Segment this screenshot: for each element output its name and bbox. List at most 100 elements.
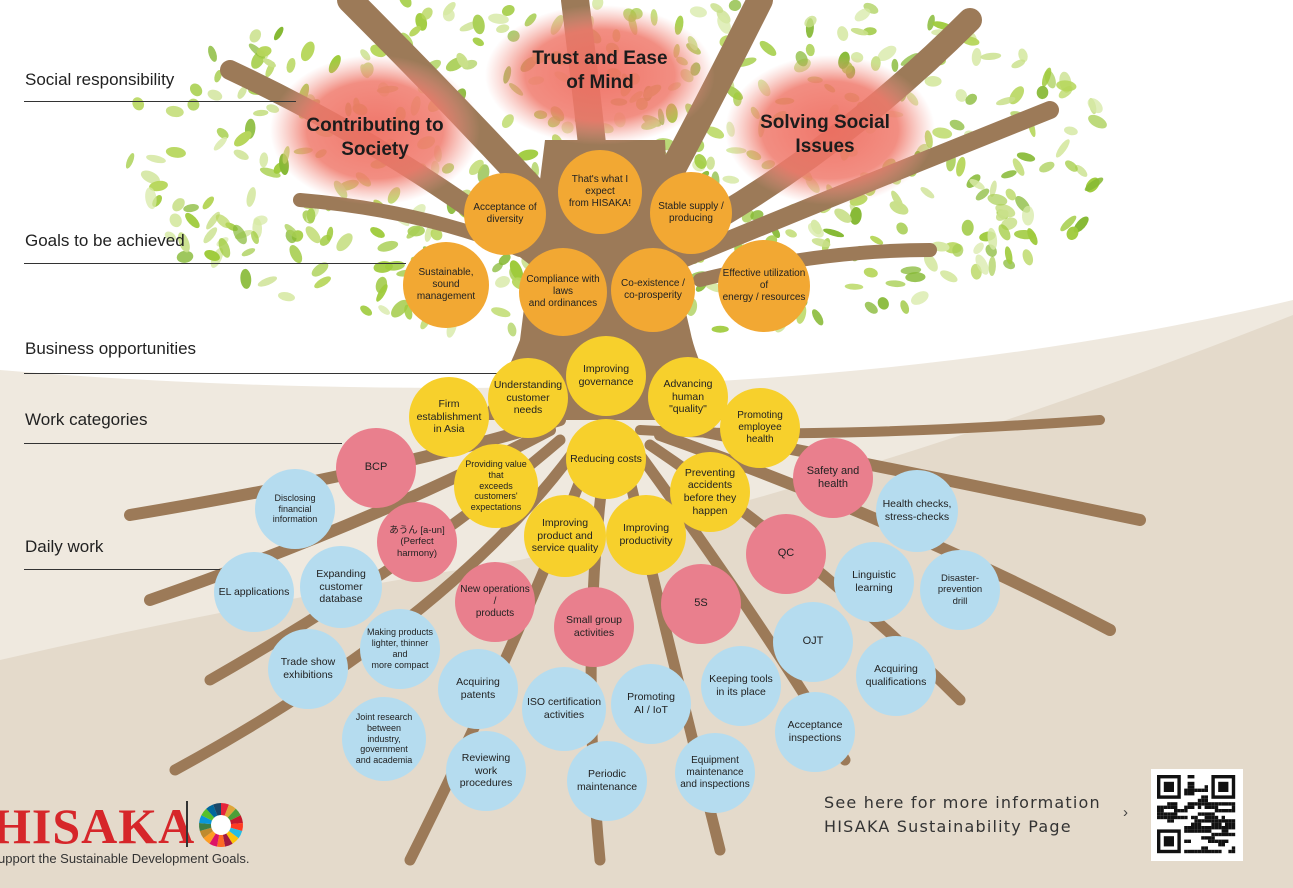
label-business-opportunities: Business opportunities [25,339,197,358]
leaf [424,224,433,242]
leaf [987,227,998,250]
qr-module [1218,843,1222,847]
leaf [975,254,989,275]
leaf [259,167,281,178]
qr-module [1218,849,1222,854]
goal-sound: Sustainable, sound management [403,242,489,328]
qr-module [1191,849,1195,854]
leaf [877,45,897,62]
qr-module [1187,792,1191,796]
leaf [492,262,503,273]
leaf [850,27,869,36]
glow-society [270,55,480,205]
red-5s: 5S [661,564,741,644]
qr-module [1184,826,1188,830]
qr-module [1157,805,1161,809]
leaf [232,224,247,245]
leaf [1039,161,1055,173]
leaf [257,276,278,287]
qr-module [1170,815,1174,820]
leaf [286,57,296,73]
leaf [311,262,329,277]
leaf [965,93,978,105]
qr-module [1191,826,1195,830]
qr-module [1208,849,1212,854]
link-line-1: See here for more information [824,793,1101,812]
qr-module [1191,802,1195,806]
qr-module [1208,815,1212,820]
qr-module [1187,805,1191,809]
leaf [923,253,938,272]
leaf [509,260,524,281]
qr-module [1201,846,1205,850]
qr-finder [1218,781,1229,792]
leaf [949,119,965,131]
sustainability-page-link[interactable]: See here for more information HISAKA Sus… [824,791,1101,839]
daily-linguistic: Linguistic learning [834,542,914,622]
work-needs: Understanding customer needs [488,358,568,438]
qr-module [1167,815,1171,820]
leaf [253,215,268,226]
qr-module [1160,812,1164,816]
leaf [1022,249,1034,266]
leaf [233,149,249,161]
qr-module [1184,849,1188,854]
leaf [1014,229,1036,240]
leaf [717,15,731,34]
qr-module [1201,788,1205,792]
glow-solving [725,55,935,205]
leaf [517,149,539,161]
qr-module [1225,822,1229,826]
leaf [877,297,889,310]
qr-module [1163,812,1168,816]
leaf [132,97,145,111]
leaf [896,222,908,235]
daily-ai: Promoting AI / IoT [611,664,691,744]
qr-module [1191,805,1195,809]
qr-module [1201,826,1205,830]
logo-tagline: upport the Sustainable Development Goals… [0,851,250,866]
qr-module [1167,805,1171,809]
leaf [472,14,485,35]
qr-module [1228,826,1232,830]
red-smallgroup: Small group activities [554,587,634,667]
daily-disaster: Disaster-prevention drill [920,550,1000,630]
qr-module [1211,836,1215,840]
qr-module [1211,819,1215,823]
qr-module [1204,815,1208,820]
qr-module [1228,809,1232,813]
rule-goals [24,263,406,264]
qr-module [1221,843,1225,847]
leaf [891,58,899,72]
qr-module [1157,815,1161,820]
daily-checks: Health checks, stress-checks [876,470,958,552]
qr-module [1211,826,1215,830]
leaf [241,248,256,257]
red-qc: QC [746,514,826,594]
leaf [234,131,252,147]
work-productivity: Improving productivity [606,495,686,575]
qr-module [1221,826,1225,830]
leaf [834,208,852,223]
leaf [1073,216,1089,233]
goal-diversity: Acceptance of diversity [464,173,546,255]
leaf [689,6,707,18]
qr-module [1225,819,1229,823]
leaf [306,208,316,223]
leaf [940,270,958,283]
qr-module [1211,839,1215,843]
qr-code-icon[interactable] [1151,769,1243,861]
daily-el: EL applications [214,552,294,632]
hisaka-logo: HISAKA [0,798,196,854]
leaf [722,175,740,184]
qr-module [1214,826,1219,830]
qr-module [1187,849,1191,854]
qr-module [1218,832,1222,837]
chevron-right-icon[interactable]: › [1123,804,1128,821]
leaf [889,201,909,215]
leaf [165,105,184,118]
qr-module [1204,788,1208,792]
sdg-wheel-icon [198,803,244,848]
leaf [443,2,456,16]
work-value: Providing value that exceeds customers' … [454,444,538,528]
